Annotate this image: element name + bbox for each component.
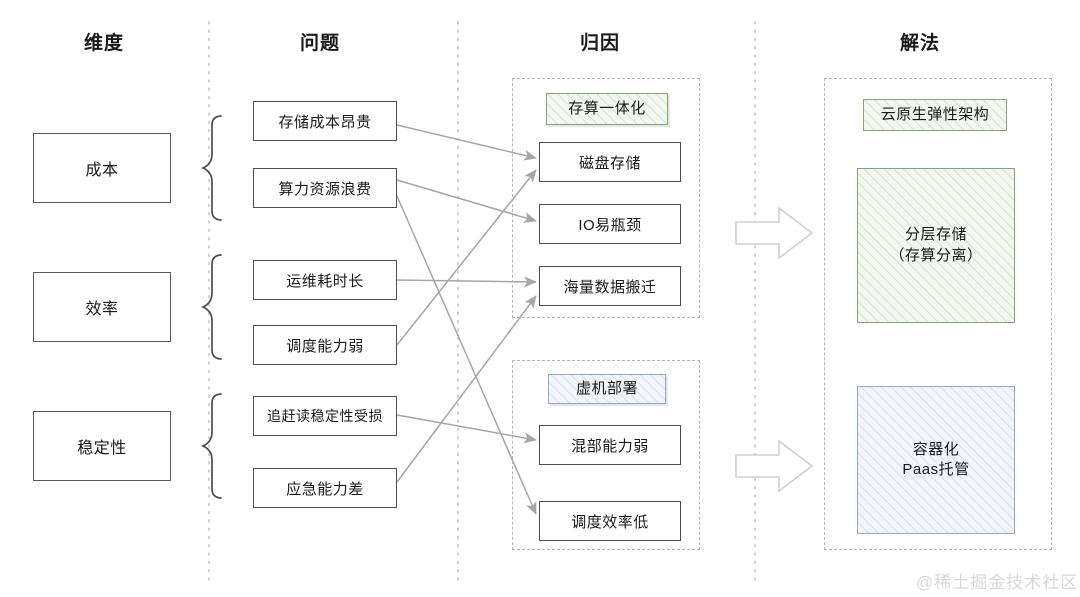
cause-group-header-storage-compute-coupled[interactable]: 存算一体化	[546, 93, 668, 125]
dimension-box-cost[interactable]: 成本	[33, 133, 171, 203]
block-arrow-right-icon-top	[735, 206, 814, 260]
brace-stability	[200, 393, 222, 499]
column-title-solution: 解法	[899, 33, 941, 54]
problem-box-emergency[interactable]: 应急能力差	[253, 468, 397, 508]
column-title-problem: 问题	[299, 33, 341, 54]
block-arrow-right-icon-bottom	[735, 439, 814, 493]
solution-card-containerized[interactable]: 容器化 Paas托管	[857, 386, 1015, 534]
brace-cost	[200, 115, 222, 221]
solution-card-tiered-storage[interactable]: 分层存储 （存算分离）	[857, 168, 1015, 323]
cause-group-vm-deployment	[512, 360, 700, 550]
flow-arrows	[735, 206, 814, 493]
watermark-text: @稀土掘金技术社区	[916, 573, 1079, 592]
cause-group-header-vm-deployment[interactable]: 虚机部署	[548, 374, 666, 404]
column-title-cause: 归因	[579, 33, 621, 54]
cause-box-disk-storage[interactable]: 磁盘存储	[539, 142, 681, 182]
problem-box-compute-waste[interactable]: 算力资源浪费	[253, 168, 397, 208]
cause-box-io-bottleneck[interactable]: IO易瓶颈	[539, 204, 681, 244]
solution-group-header[interactable]: 云原生弹性架构	[863, 99, 1007, 131]
cause-group-storage-compute-coupled	[512, 78, 700, 318]
dimension-box-stability[interactable]: 稳定性	[33, 411, 171, 481]
column-title-dimension: 维度	[83, 33, 125, 54]
problem-box-catchup-read[interactable]: 追赶读稳定性受损	[253, 396, 397, 436]
brace-efficiency	[200, 254, 222, 360]
cause-box-weak-colocation[interactable]: 混部能力弱	[539, 425, 681, 465]
problem-box-storage-cost[interactable]: 存储成本昂贵	[253, 101, 397, 141]
solution-group	[824, 78, 1052, 550]
problem-box-weak-scheduling[interactable]: 调度能力弱	[253, 325, 397, 365]
cause-box-low-scheduling-efficiency[interactable]: 调度效率低	[539, 501, 681, 541]
cause-box-data-migration[interactable]: 海量数据搬迁	[539, 266, 681, 306]
dimension-braces	[200, 115, 222, 499]
dimension-box-efficiency[interactable]: 效率	[33, 272, 171, 342]
problem-box-ops-time[interactable]: 运维耗时长	[253, 260, 397, 300]
